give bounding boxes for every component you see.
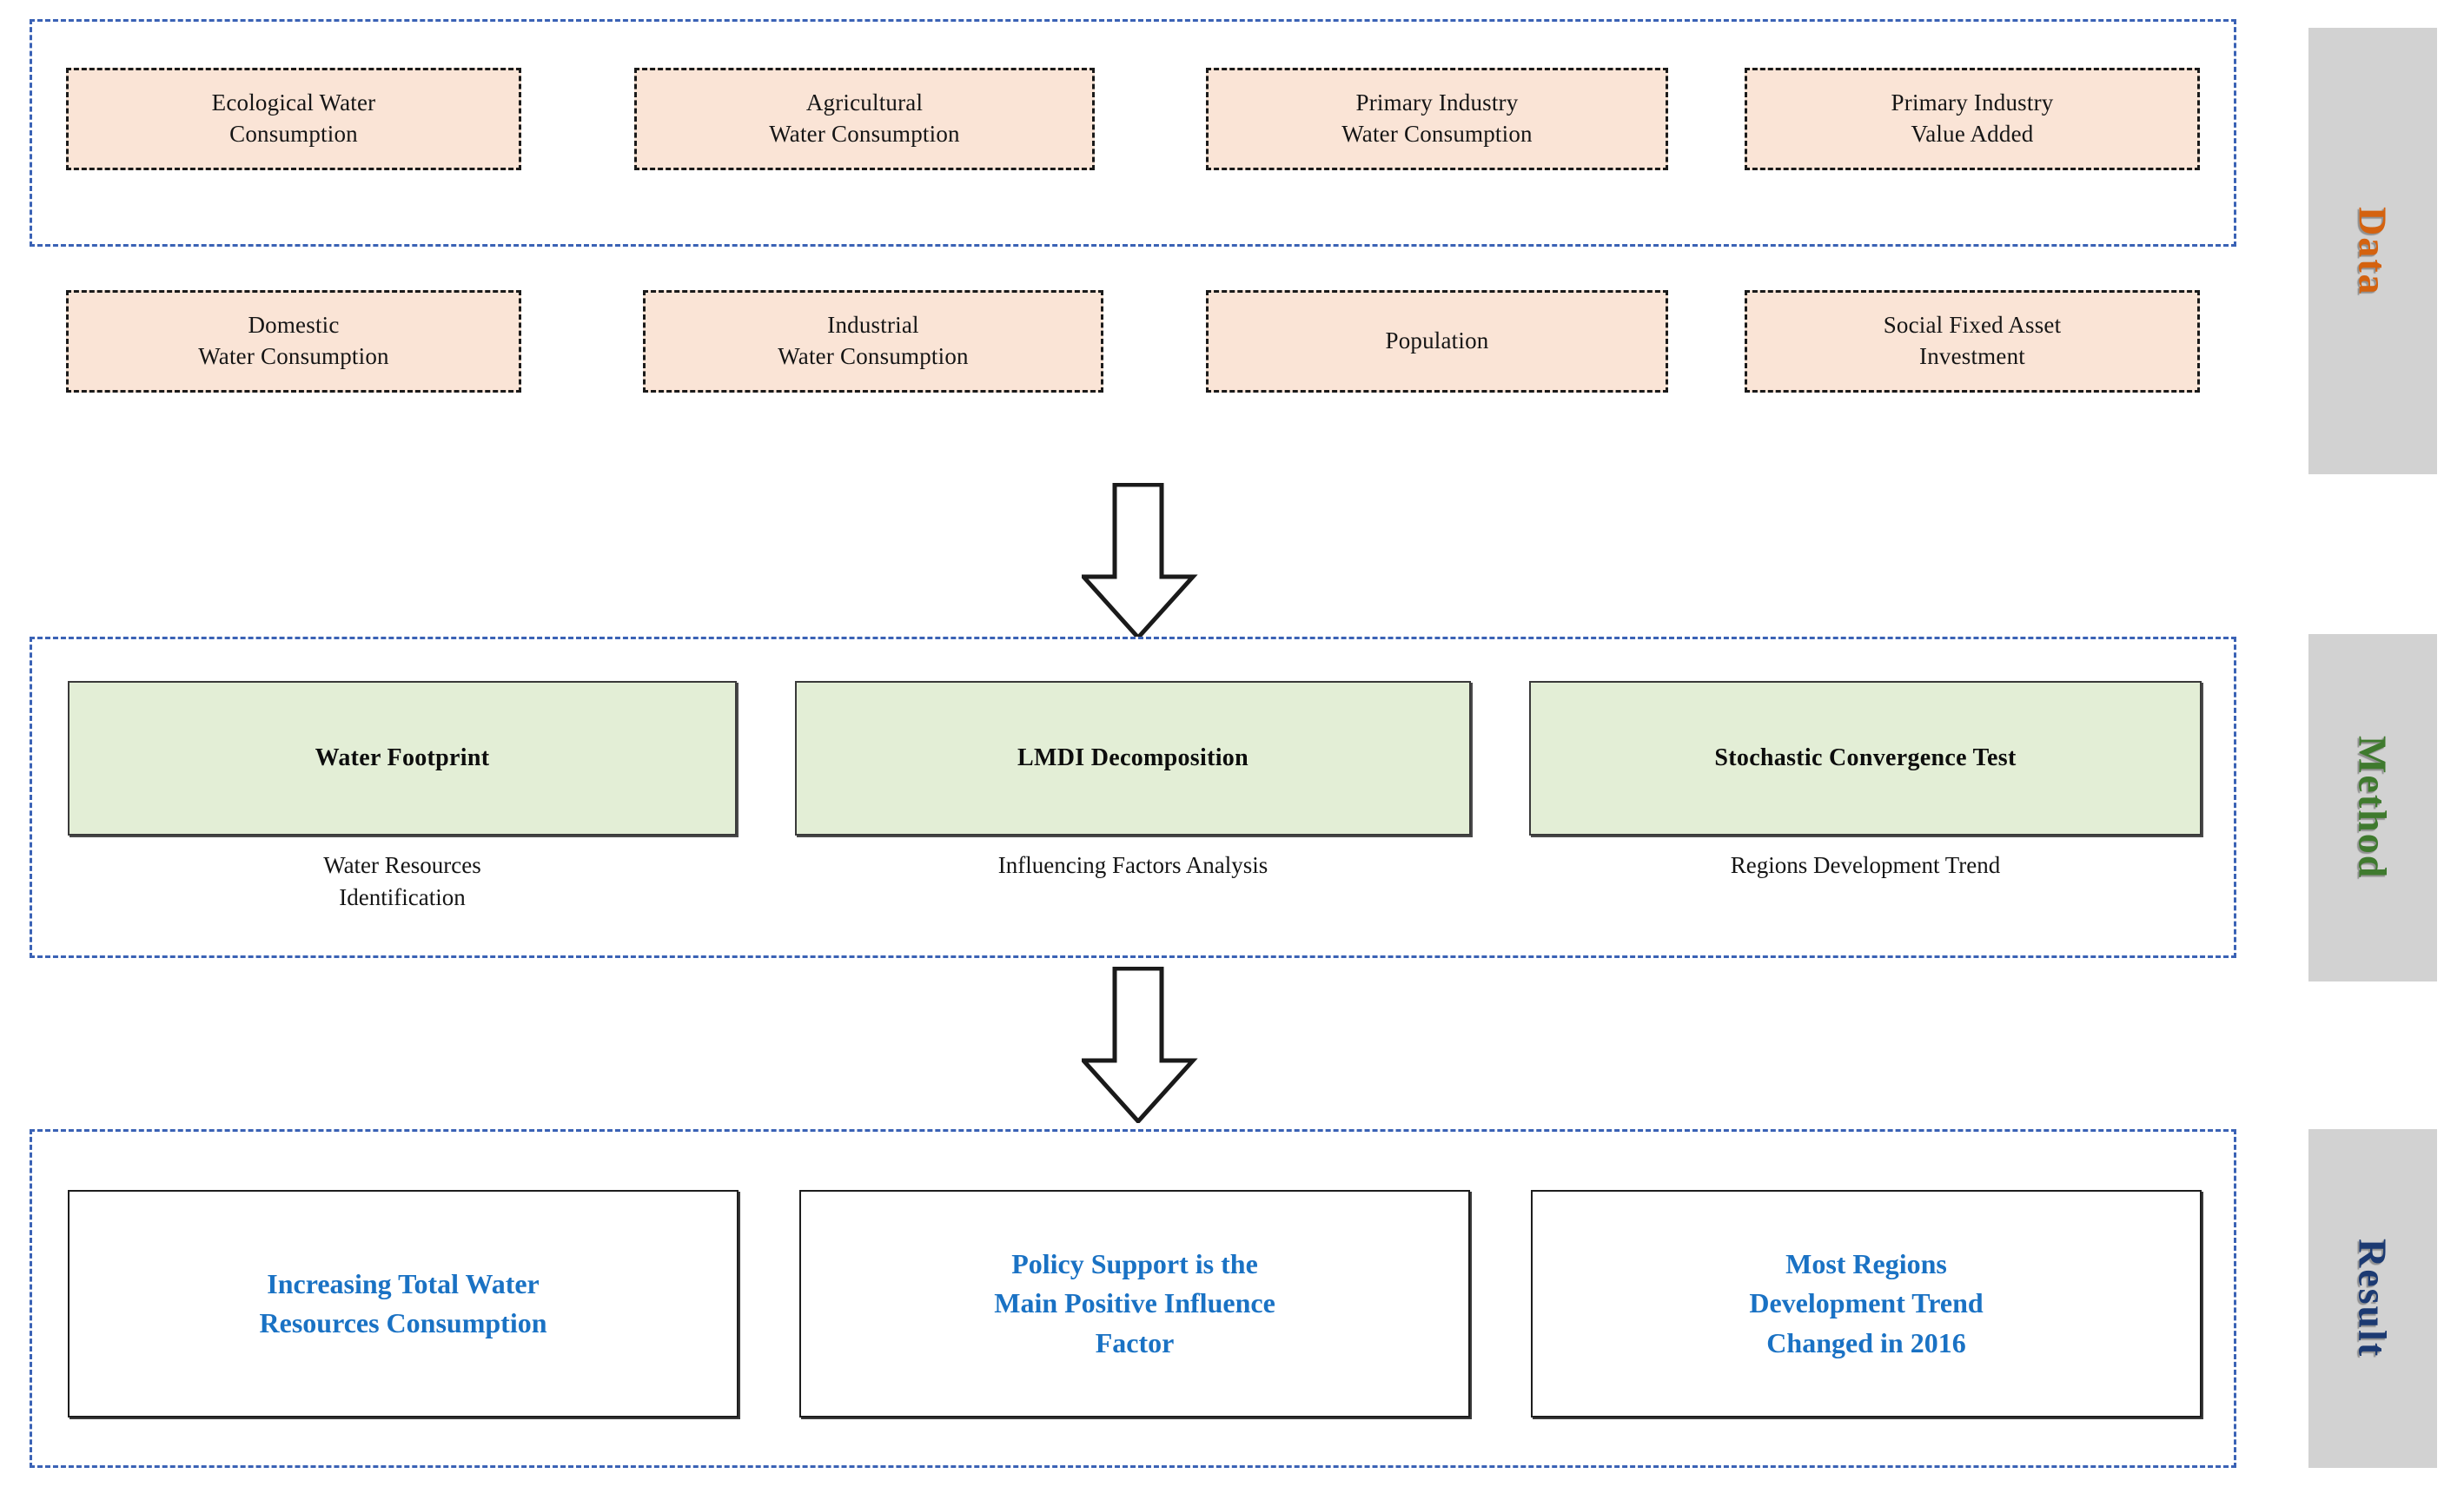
method-box-title: Stochastic Convergence Test (1714, 744, 2017, 771)
data-box-social-fixed-asset-investment[interactable]: Social Fixed Asset Investment (1745, 290, 2200, 393)
result-box-line3: Changed in 2016 (1766, 1326, 1966, 1358)
data-box-line1: Domestic (248, 312, 340, 339)
data-box-line2: Water Consumption (778, 343, 969, 369)
data-box-line2: Water Consumption (769, 121, 960, 147)
result-box-line3: Factor (1095, 1326, 1175, 1358)
data-box-line2: Consumption (229, 121, 358, 147)
data-box-line2: Investment (1919, 343, 2025, 369)
method-box-title: LMDI Decomposition (1017, 744, 1249, 771)
arrow-method-to-result (1082, 967, 1212, 1123)
side-tab-method: Method (2308, 634, 2437, 981)
method-box-water-footprint[interactable]: Water Footprint (68, 681, 737, 836)
data-box-line1: Population (1385, 327, 1489, 354)
data-box-line2: Value Added (1911, 121, 2034, 147)
data-box-line1: Primary Industry (1355, 89, 1519, 116)
side-tab-data: Data (2308, 28, 2437, 474)
data-box-line1: Primary Industry (1891, 89, 2054, 116)
result-box-increasing-total-water-resources-consumption[interactable]: Increasing Total Water Resources Consump… (68, 1190, 739, 1418)
method-caption-stochastic-convergence-test: Regions Development Trend (1529, 849, 2202, 882)
method-box-stochastic-convergence-test[interactable]: Stochastic Convergence Test (1529, 681, 2202, 836)
data-box-industrial-water-consumption[interactable]: Industrial Water Consumption (643, 290, 1103, 393)
data-box-line1: Social Fixed Asset (1883, 312, 2062, 339)
side-tab-result: Result (2308, 1129, 2437, 1468)
result-box-line2: Main Positive Influence (994, 1287, 1275, 1319)
result-box-line1: Most Regions (1785, 1247, 1947, 1279)
side-tab-result-label: Result (2350, 1239, 2395, 1358)
result-box-most-regions-development-trend-changed-in-2016[interactable]: Most Regions Development Trend Changed i… (1531, 1190, 2202, 1418)
method-box-title: Water Footprint (315, 744, 490, 771)
side-tab-method-label: Method (2350, 736, 2395, 880)
data-box-agricultural-water-consumption[interactable]: Agricultural Water Consumption (634, 68, 1095, 170)
data-box-primary-industry-value-added[interactable]: Primary Industry Value Added (1745, 68, 2200, 170)
data-box-line1: Industrial (827, 312, 919, 339)
method-caption-water-footprint: Water Resources Identification (68, 849, 737, 913)
method-caption-line1: Regions Development Trend (1730, 852, 2001, 878)
method-box-lmdi-decomposition[interactable]: LMDI Decomposition (795, 681, 1471, 836)
result-box-line2: Development Trend (1749, 1287, 1984, 1319)
down-arrow-icon (1082, 483, 1198, 639)
down-arrow-icon (1082, 967, 1198, 1123)
method-caption-line1: Water Resources (323, 852, 481, 878)
method-caption-line2: Identification (339, 883, 466, 910)
arrow-data-to-method (1082, 483, 1212, 639)
data-box-line2: Water Consumption (1341, 121, 1533, 147)
data-box-population[interactable]: Population (1206, 290, 1668, 393)
data-box-line2: Water Consumption (198, 343, 389, 369)
result-box-policy-support-main-positive-influence-factor[interactable]: Policy Support is the Main Positive Infl… (799, 1190, 1470, 1418)
method-caption-lmdi-decomposition: Influencing Factors Analysis (795, 849, 1471, 882)
data-box-line1: Agricultural (805, 89, 924, 116)
method-caption-line1: Influencing Factors Analysis (997, 852, 1268, 878)
data-box-line1: Ecological Water (211, 89, 376, 116)
side-tab-data-label: Data (2350, 206, 2395, 296)
data-box-domestic-water-consumption[interactable]: Domestic Water Consumption (66, 290, 521, 393)
data-box-primary-industry-water-consumption[interactable]: Primary Industry Water Consumption (1206, 68, 1668, 170)
result-box-line2: Resources Consumption (259, 1307, 547, 1338)
data-box-ecological-water-consumption[interactable]: Ecological Water Consumption (66, 68, 521, 170)
result-box-line1: Policy Support is the (1011, 1247, 1258, 1279)
result-box-line1: Increasing Total Water (267, 1267, 540, 1299)
